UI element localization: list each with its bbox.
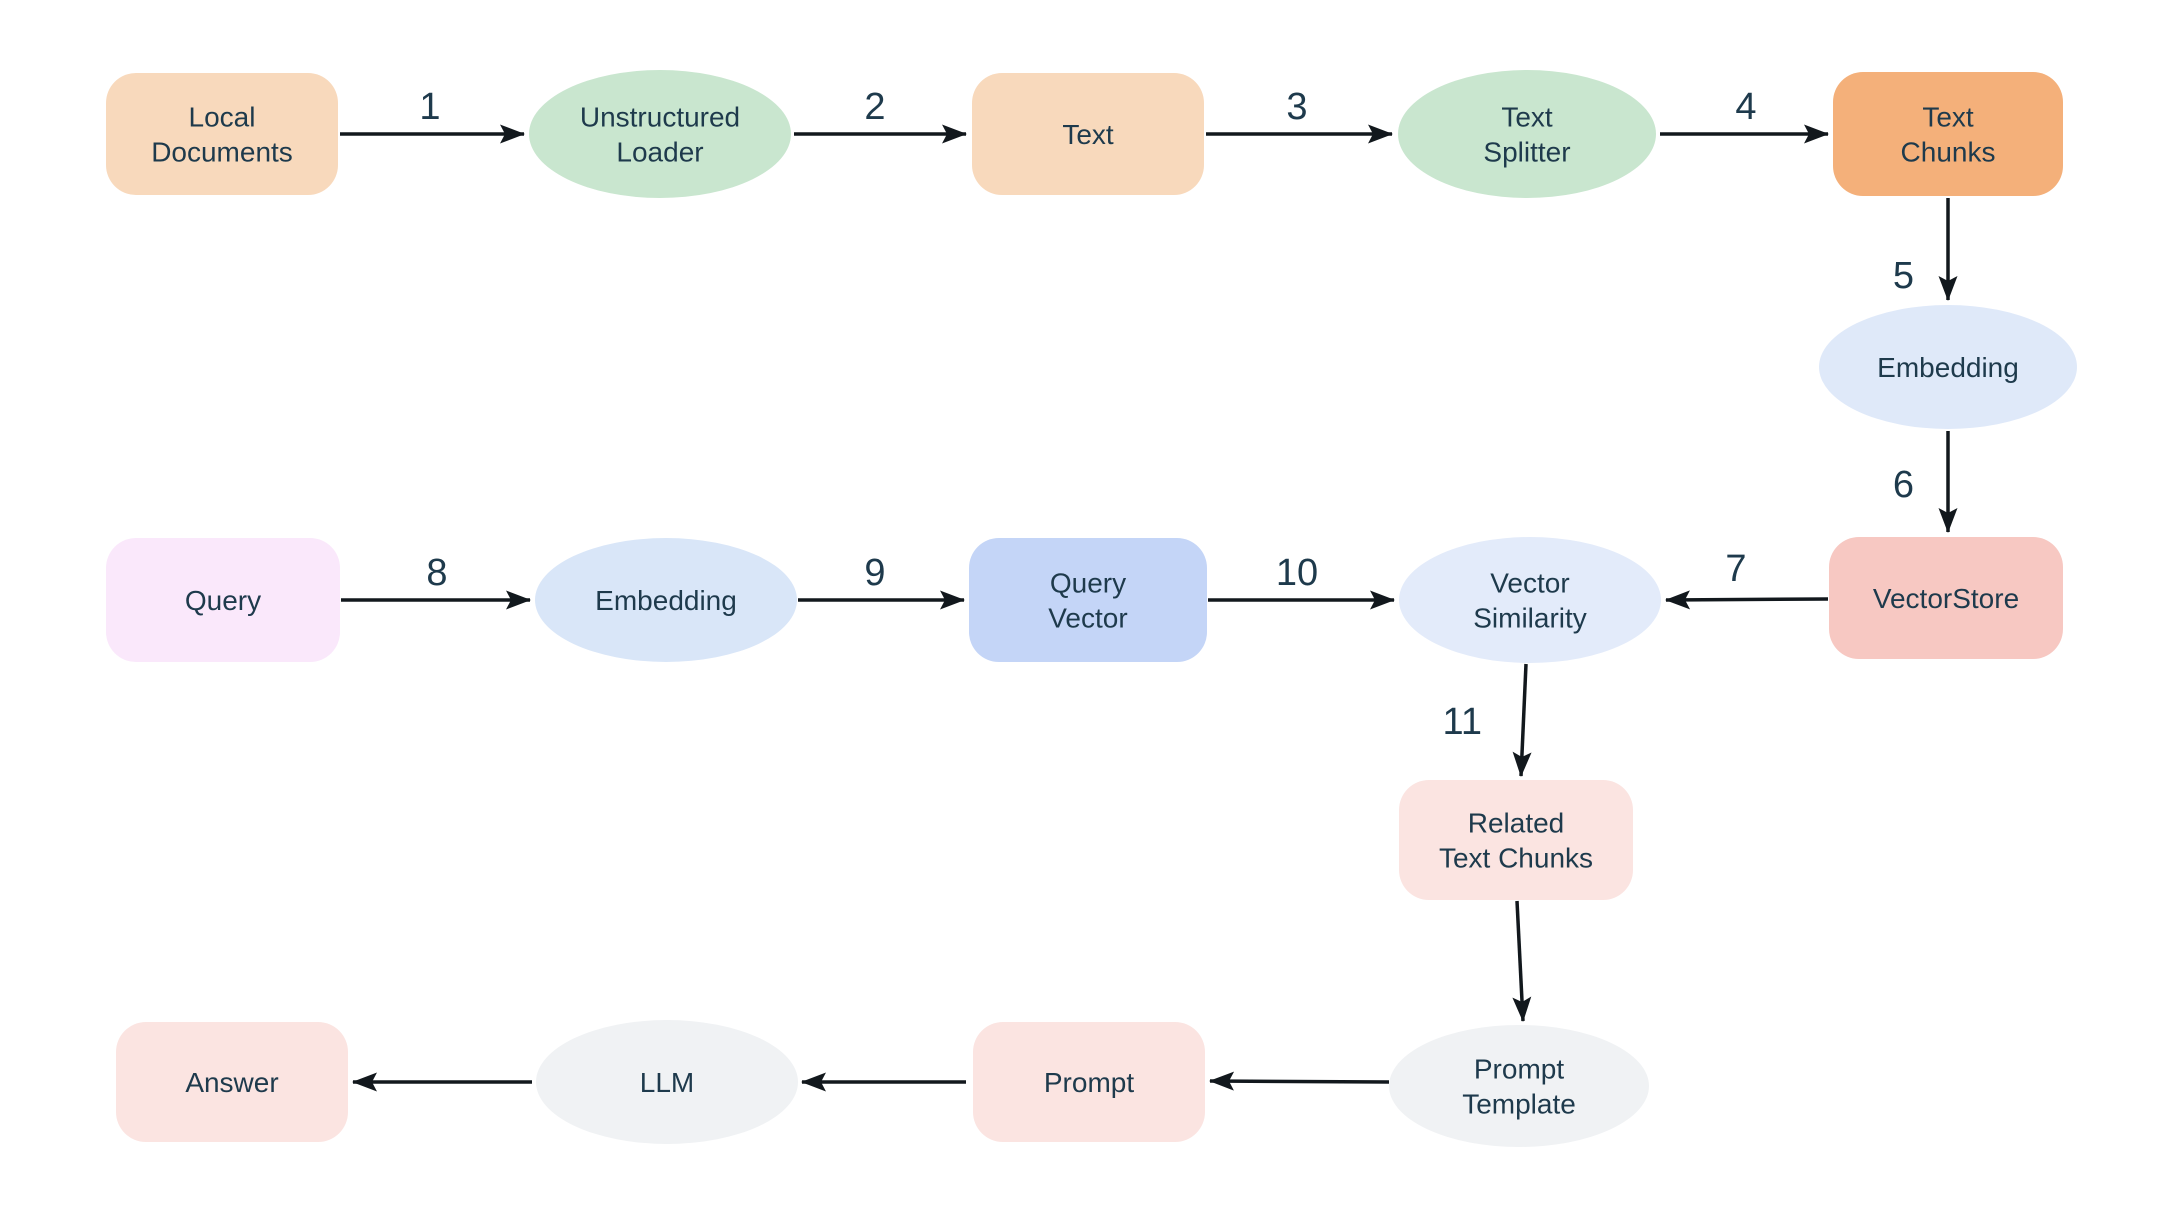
node-shape-vector-store [1829, 537, 2063, 659]
edge-number-5: 5 [1893, 255, 1914, 297]
edge-related-text-chunks-to-prompt-template [1512, 900, 1532, 1022]
node-prompt: Prompt [973, 1022, 1205, 1142]
node-label-vector-store: VectorStore [1873, 583, 2019, 614]
node-query: Query [106, 538, 340, 662]
node-shape-text-splitter [1398, 70, 1656, 198]
edge-number-11: 11 [1443, 701, 1482, 743]
node-shape-prompt [973, 1022, 1205, 1142]
node-label-prompt: Prompt [1044, 1067, 1134, 1098]
node-shape-embedding-query [535, 538, 797, 662]
node-shape-answer [116, 1022, 348, 1142]
node-shape-query [106, 538, 340, 662]
edge-vector-similarity-to-related-text-chunks [1512, 663, 1532, 777]
edge-number-4: 4 [1735, 86, 1756, 128]
edge-number-2: 2 [864, 86, 885, 128]
node-label-embedding-query: Embedding [595, 585, 737, 616]
edge-number-7: 7 [1725, 548, 1746, 590]
node-shape-embedding-doc [1819, 305, 2077, 429]
node-answer: Answer [116, 1022, 348, 1142]
node-vector-store: VectorStore [1829, 537, 2063, 659]
node-shape-text [972, 73, 1204, 195]
node-shape-query-vector [969, 538, 1207, 662]
node-shape-llm [536, 1020, 798, 1144]
node-shape-local-documents [106, 73, 338, 195]
node-text: Text [972, 73, 1204, 195]
edge-number-3: 3 [1286, 86, 1307, 128]
node-label-query: Query [185, 585, 261, 616]
edge-number-8: 8 [426, 552, 447, 594]
node-shape-text-chunks [1833, 72, 2063, 196]
node-embedding-doc: Embedding [1819, 305, 2077, 429]
node-shape-prompt-template [1389, 1025, 1649, 1147]
node-label-text: Text [1062, 119, 1114, 150]
edge-number-1: 1 [419, 86, 440, 128]
edge-number-6: 6 [1893, 464, 1914, 506]
node-shape-unstructured-loader [529, 70, 791, 198]
node-label-llm: LLM [640, 1067, 694, 1098]
node-shape-vector-similarity [1399, 537, 1661, 663]
edge-vector-store-to-vector-similarity [1665, 590, 1829, 610]
edges-layer [340, 124, 1958, 1092]
edge-number-10: 10 [1276, 552, 1318, 594]
edge-labels-layer: 1 2 3 4 5 6 7 8 9 10 11 [419, 86, 1914, 743]
edge-number-9: 9 [864, 552, 885, 594]
node-shape-related-text-chunks [1399, 780, 1633, 900]
node-embedding-query: Embedding [535, 538, 797, 662]
node-llm: LLM [536, 1020, 798, 1144]
edge-prompt-template-to-prompt [1209, 1071, 1390, 1091]
node-label-answer: Answer [185, 1067, 278, 1098]
node-label-embedding-doc: Embedding [1877, 352, 2019, 383]
